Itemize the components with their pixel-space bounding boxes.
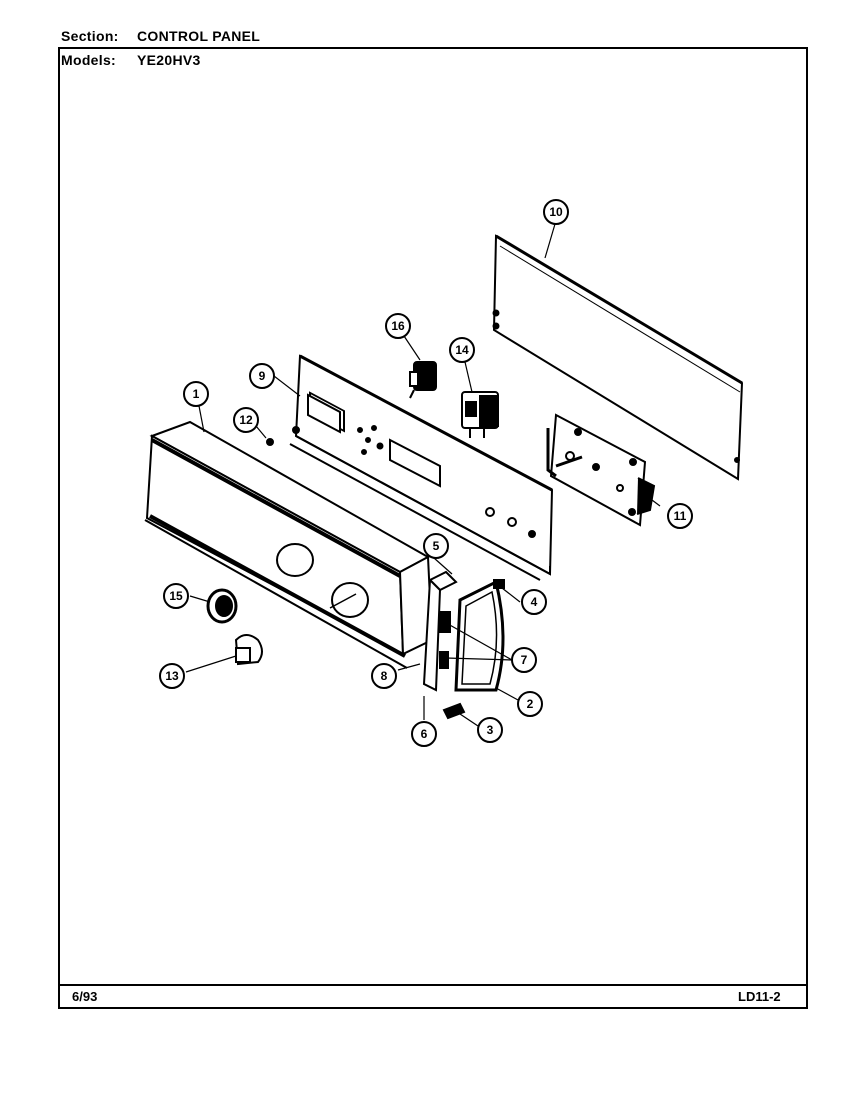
models-line: Models: YE20HV3	[61, 52, 201, 68]
callouts: 1 2 3 4 5 6 7 8 9 10 11 12 13 14 15 16	[159, 199, 693, 747]
footer-date: 6/93	[72, 989, 98, 1004]
svg-text:6: 6	[421, 727, 428, 741]
models-value: YE20HV3	[137, 52, 201, 68]
leader-lines	[185, 223, 661, 727]
clip-3	[442, 702, 466, 720]
svg-text:13: 13	[165, 669, 179, 683]
switch-16	[409, 361, 437, 399]
timer	[546, 413, 656, 527]
models-label: Models:	[61, 52, 116, 68]
knob-15	[206, 588, 238, 624]
bracket-7	[439, 611, 451, 669]
svg-text:2: 2	[527, 697, 534, 711]
callout-2: 2	[517, 691, 543, 717]
screw-12	[266, 438, 274, 446]
switch-14	[461, 391, 499, 438]
svg-text:12: 12	[239, 413, 253, 427]
callout-9: 9	[249, 363, 275, 389]
callout-8: 8	[371, 663, 397, 689]
callout-10: 10	[543, 199, 569, 225]
callout-1: 1	[183, 381, 209, 407]
rear-cover-panel	[492, 234, 744, 481]
callout-3: 3	[477, 717, 503, 743]
callout-16: 16	[385, 313, 411, 339]
end-strip-5	[422, 570, 458, 692]
callout-13: 13	[159, 663, 185, 689]
svg-text:4: 4	[531, 595, 538, 609]
end-cap-2	[454, 579, 505, 692]
callout-5: 5	[423, 533, 449, 559]
svg-text:7: 7	[521, 653, 528, 667]
callout-11: 11	[667, 503, 693, 529]
section-label: Section:	[61, 28, 119, 44]
svg-text:16: 16	[391, 319, 405, 333]
panel-bracket	[289, 354, 554, 581]
footer-rule	[58, 984, 808, 986]
callout-12: 12	[233, 407, 259, 433]
svg-text:8: 8	[381, 669, 388, 683]
callout-4: 4	[521, 589, 547, 615]
svg-text:3: 3	[487, 723, 494, 737]
section-value: CONTROL PANEL	[137, 28, 261, 44]
svg-text:1: 1	[193, 387, 200, 401]
knob-13	[234, 634, 263, 666]
svg-text:10: 10	[549, 205, 563, 219]
svg-text:11: 11	[674, 509, 687, 523]
callout-14: 14	[449, 337, 475, 363]
svg-text:5: 5	[433, 539, 440, 553]
svg-text:9: 9	[259, 369, 266, 383]
callout-7: 7	[511, 647, 537, 673]
svg-text:14: 14	[455, 343, 469, 357]
control-panel-console	[144, 420, 434, 669]
callout-6: 6	[411, 721, 437, 747]
callout-15: 15	[163, 583, 189, 609]
footer-code: LD11-2	[738, 989, 781, 1004]
diagram-frame	[58, 47, 808, 1009]
svg-text:15: 15	[169, 589, 183, 603]
section-line: Section: CONTROL PANEL	[61, 28, 260, 44]
